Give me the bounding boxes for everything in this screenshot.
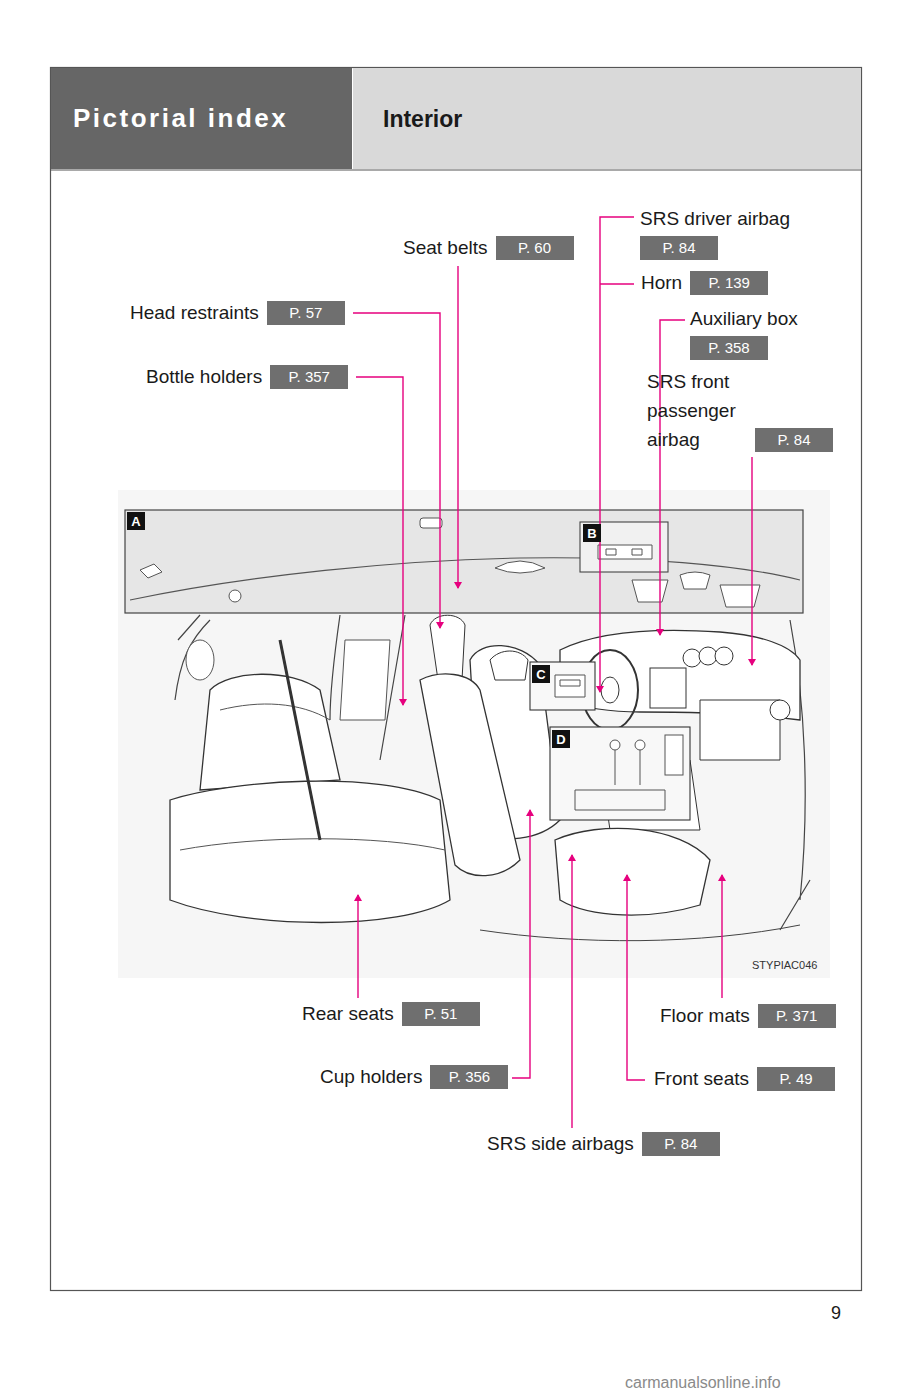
page-number-box: P. 84 bbox=[640, 236, 718, 260]
part-name: Auxiliary box bbox=[690, 307, 798, 331]
page-reference: Auxiliary box P. 358 bbox=[690, 307, 798, 360]
page-number-box: P. 60 bbox=[496, 236, 574, 260]
header-text: Pictorial index bbox=[73, 103, 288, 134]
header-text: Interior bbox=[383, 106, 462, 132]
page-number-box: P. 357 bbox=[270, 365, 348, 389]
page-number-box: P. 84 bbox=[755, 428, 833, 452]
part-name: SRS driver airbag bbox=[640, 207, 790, 231]
page-reference: Horn P. 139 bbox=[641, 271, 768, 295]
page-number-box: P. 57 bbox=[267, 301, 345, 325]
callout-letter: C bbox=[532, 665, 550, 683]
part-name: SRS front passenger airbag bbox=[647, 367, 747, 454]
page-reference: Seat belts P. 60 bbox=[403, 236, 574, 260]
part-name: Cup holders bbox=[320, 1065, 422, 1089]
page-reference: SRS side airbags P. 84 bbox=[487, 1132, 720, 1156]
callout-letter: B bbox=[583, 524, 601, 542]
page-reference: Front seats P. 49 bbox=[654, 1067, 835, 1091]
part-name: Rear seats bbox=[302, 1002, 394, 1026]
page-number-box: P. 49 bbox=[757, 1067, 835, 1091]
part-name: Front seats bbox=[654, 1067, 749, 1091]
page-number-box: P. 371 bbox=[758, 1004, 836, 1028]
page-reference: Cup holders P. 356 bbox=[320, 1065, 508, 1089]
part-name: SRS side airbags bbox=[487, 1132, 634, 1156]
callout-letter-text: A bbox=[131, 515, 140, 528]
part-name: Bottle holders bbox=[146, 365, 262, 389]
page-number: 9 bbox=[831, 1303, 841, 1324]
page-reference: SRS front passenger airbag P. 84 bbox=[647, 367, 833, 454]
page-reference: Rear seats P. 51 bbox=[302, 1002, 480, 1026]
page-number-box: P. 139 bbox=[690, 271, 768, 295]
index-header: Pictorial index bbox=[51, 68, 352, 169]
page-number-box: P. 51 bbox=[402, 1002, 480, 1026]
callout-letter: A bbox=[127, 512, 145, 530]
callout-letter-text: B bbox=[587, 527, 596, 540]
page-reference: Bottle holders P. 357 bbox=[146, 365, 348, 389]
page-number-box: P. 358 bbox=[690, 336, 768, 360]
callout-letter-text: C bbox=[536, 668, 545, 681]
page-reference: Head restraints P. 57 bbox=[130, 301, 345, 325]
callout-letter-text: D bbox=[556, 733, 565, 746]
page-reference: SRS driver airbag P. 84 bbox=[640, 207, 790, 260]
part-name: Seat belts bbox=[403, 236, 488, 260]
section-header: Interior bbox=[353, 68, 861, 169]
part-name: Horn bbox=[641, 271, 682, 295]
watermark: carmanualsonline.info bbox=[625, 1374, 781, 1392]
part-name: Head restraints bbox=[130, 301, 259, 325]
callout-letter: D bbox=[552, 730, 570, 748]
part-name: Floor mats bbox=[660, 1004, 750, 1028]
page-number-box: P. 84 bbox=[642, 1132, 720, 1156]
page-reference: Floor mats P. 371 bbox=[660, 1004, 836, 1028]
figure-code: STYPIAC046 bbox=[752, 959, 817, 971]
page-number-box: P. 356 bbox=[430, 1065, 508, 1089]
